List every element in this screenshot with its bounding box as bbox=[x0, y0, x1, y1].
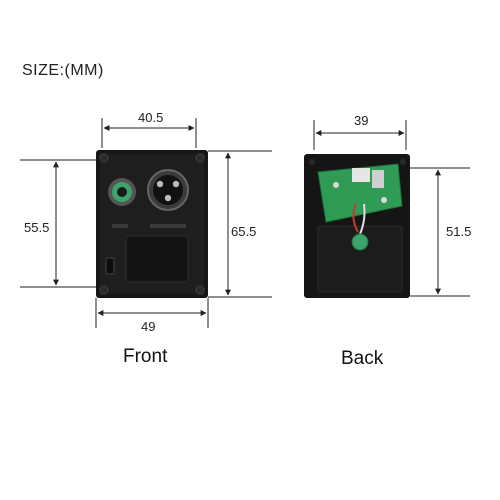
screw-icon bbox=[195, 153, 205, 163]
front-width-bottom-label: 49 bbox=[141, 319, 156, 334]
battery-compartment bbox=[125, 235, 189, 283]
front-height-left-label: 55.5 bbox=[24, 220, 50, 235]
pcb-connector-icon bbox=[352, 168, 370, 182]
back-width-top-label: 39 bbox=[354, 113, 369, 128]
front-plate bbox=[96, 150, 208, 298]
jack-socket-icon bbox=[108, 178, 136, 206]
back-dimension-lines bbox=[313, 120, 470, 297]
screw-icon bbox=[99, 153, 109, 163]
xlr-connector-icon bbox=[147, 169, 189, 211]
switch-icon bbox=[105, 257, 115, 275]
jack-icon bbox=[351, 233, 369, 251]
front-width-top-label: 40.5 bbox=[138, 110, 164, 125]
screw-icon bbox=[99, 285, 109, 295]
front-height-right-label: 65.5 bbox=[231, 224, 257, 239]
back-caption: Back bbox=[341, 348, 384, 369]
size-unit-title: SIZE:(MM) bbox=[22, 62, 104, 79]
back-plate bbox=[304, 154, 410, 298]
battery-box bbox=[317, 225, 403, 293]
front-caption: Front bbox=[123, 346, 168, 367]
front-dimension-lines bbox=[20, 118, 272, 328]
back-height-right-label: 51.5 bbox=[446, 224, 472, 239]
screw-icon bbox=[195, 285, 205, 295]
